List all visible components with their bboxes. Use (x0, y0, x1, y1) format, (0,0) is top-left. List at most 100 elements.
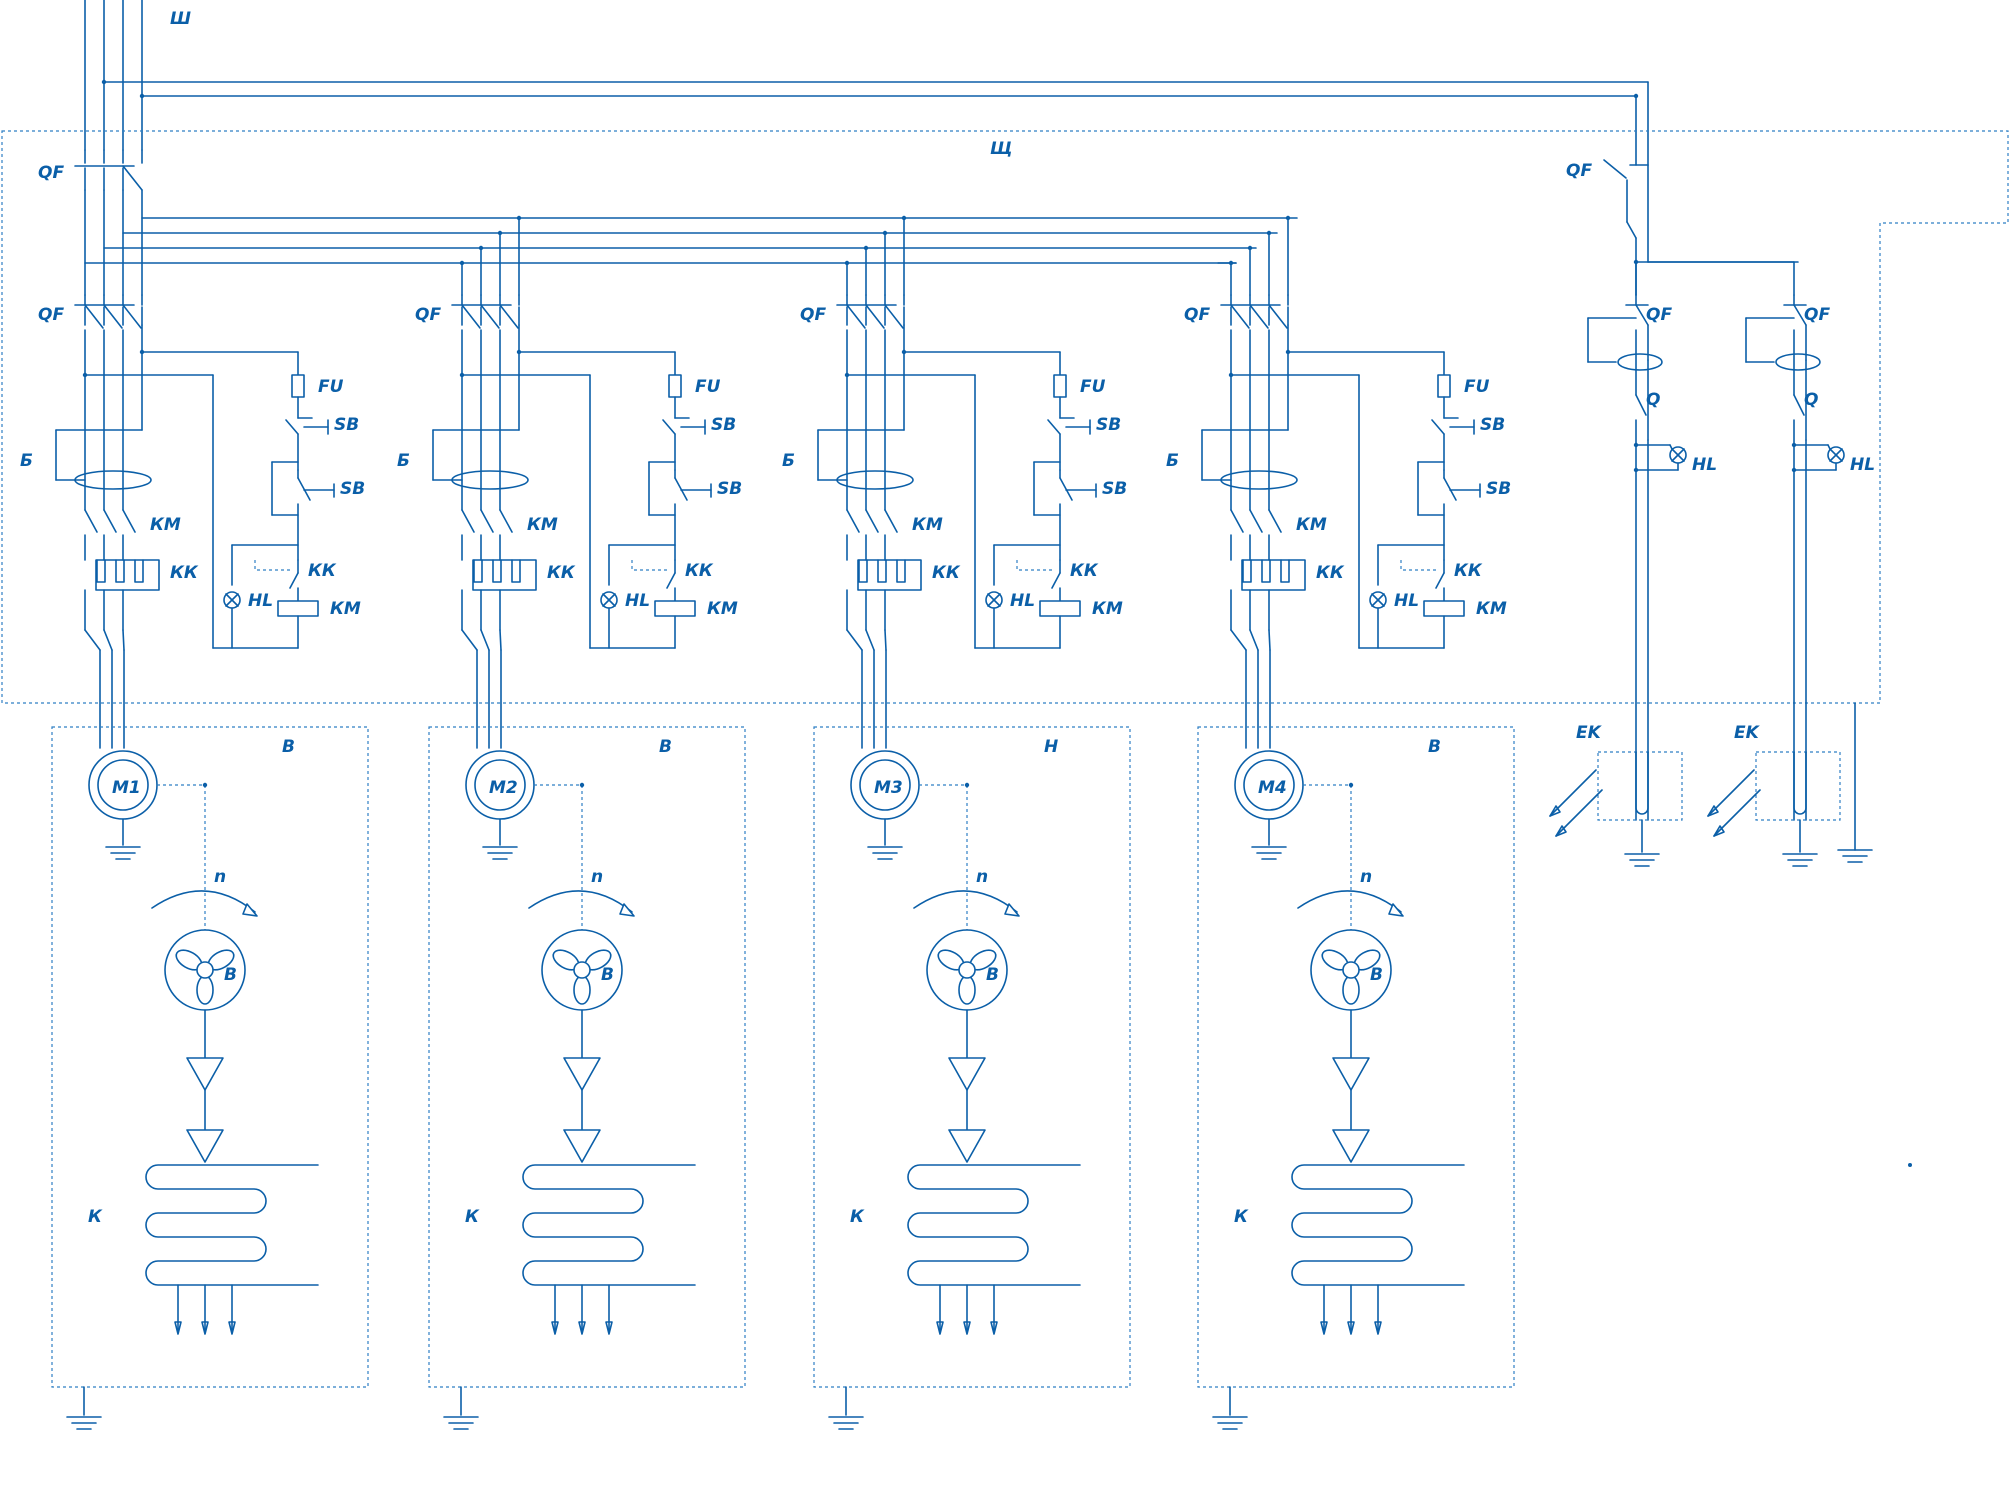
enclosure-label: В (282, 737, 295, 757)
motor-ground (105, 846, 141, 860)
emitter-label: EK (1734, 723, 1761, 743)
fan-label: В (986, 965, 999, 985)
start-button[interactable] (271, 461, 335, 561)
light-breaker-label: QF (1804, 305, 1830, 325)
breaker (451, 294, 520, 431)
rcd (55, 429, 152, 490)
motor-feed (1230, 589, 1271, 749)
enclosure-label: В (659, 737, 672, 757)
thermal-relay-label: КК (170, 563, 199, 583)
aux-contact (1377, 544, 1445, 602)
enclosure-label: В (1428, 737, 1441, 757)
rcd-label: Б (397, 451, 410, 471)
lamp-label: HL (625, 591, 650, 611)
breaker-label: QF (800, 305, 826, 325)
air-duct (948, 1057, 986, 1163)
airflow-arrows (1320, 1284, 1382, 1335)
contactor-label: КМ (912, 515, 943, 535)
lamp-label: HL (1394, 591, 1419, 611)
start-button[interactable] (1417, 461, 1481, 561)
heater (522, 1164, 696, 1286)
motor-ground (1251, 846, 1287, 860)
stop-button-label: SB (1096, 415, 1121, 435)
fuse-label: FU (1080, 377, 1106, 397)
fan-unit-enclosure (51, 726, 369, 1388)
rcd-label: Б (782, 451, 795, 471)
rotation-label: n (1360, 867, 1372, 887)
aux-contact (993, 544, 1061, 602)
emitter-label: EK (1576, 723, 1603, 743)
motor-feed (461, 589, 502, 749)
airflow-arrows (936, 1284, 998, 1335)
stop-button[interactable] (662, 417, 706, 471)
panel-ground (1837, 702, 1873, 863)
lamp-label: HL (1010, 591, 1035, 611)
contactor-coil (277, 600, 319, 649)
enclosure-ground (828, 1416, 864, 1430)
rotation-arrow (1297, 890, 1404, 917)
motor-label: M3 (874, 778, 903, 798)
contactor-label: КМ (527, 515, 558, 535)
motor (1234, 750, 1304, 846)
start-button[interactable] (648, 461, 712, 561)
stop-button[interactable] (1047, 417, 1091, 471)
fuse-label: FU (318, 377, 344, 397)
aux-contact-label: КК (1070, 561, 1099, 581)
rcd (817, 429, 914, 490)
motor (88, 750, 158, 846)
rotation-arrow (528, 890, 635, 917)
contactor (461, 429, 513, 561)
fuse-label: FU (695, 377, 721, 397)
light-switch-label: Q (1646, 390, 1660, 410)
indicator-lamp (223, 591, 241, 649)
enclosure-ground (443, 1416, 479, 1430)
breaker (1220, 294, 1289, 431)
air-duct (186, 1057, 224, 1163)
stop-button-label: SB (334, 415, 359, 435)
motor-ground (482, 846, 518, 860)
stop-button-label: SB (1480, 415, 1505, 435)
motor-feed (846, 589, 887, 749)
fan-label: В (1370, 965, 1383, 985)
coil-label: КМ (1476, 599, 1507, 619)
breaker (836, 294, 905, 431)
contactor-coil (1423, 600, 1465, 649)
enclosure-ground (66, 1416, 102, 1430)
rotation-label: n (214, 867, 226, 887)
indicator-lamp (600, 591, 618, 649)
air-duct (563, 1057, 601, 1163)
feeder-label: Ш (170, 9, 191, 29)
start-button[interactable] (1033, 461, 1097, 561)
fan-label: В (601, 965, 614, 985)
breaker-label: QF (1184, 305, 1210, 325)
breaker (74, 294, 143, 431)
motor-ground (867, 846, 903, 860)
contactor (1230, 429, 1282, 561)
light-breaker-label: QF (1646, 305, 1672, 325)
main-breaker-label: QF (38, 163, 64, 183)
airflow-arrows (551, 1284, 613, 1335)
stop-button[interactable] (285, 417, 329, 471)
rotation-arrow (913, 890, 1020, 917)
thermal-relay-label: КК (1316, 563, 1345, 583)
rcd-label: Б (1166, 451, 1179, 471)
rotation-label: n (591, 867, 603, 887)
coil-label: КМ (707, 599, 738, 619)
indicator-lamp (985, 591, 1003, 649)
fan-unit-enclosure (813, 726, 1131, 1388)
contactor-label: КМ (150, 515, 181, 535)
heater-label: К (465, 1207, 480, 1227)
incoming-feeder: Ш (84, 0, 1649, 166)
contactor-coil (1039, 600, 1081, 649)
heater-label: К (1234, 1207, 1249, 1227)
stop-button[interactable] (1431, 417, 1475, 471)
rcd (432, 429, 529, 490)
